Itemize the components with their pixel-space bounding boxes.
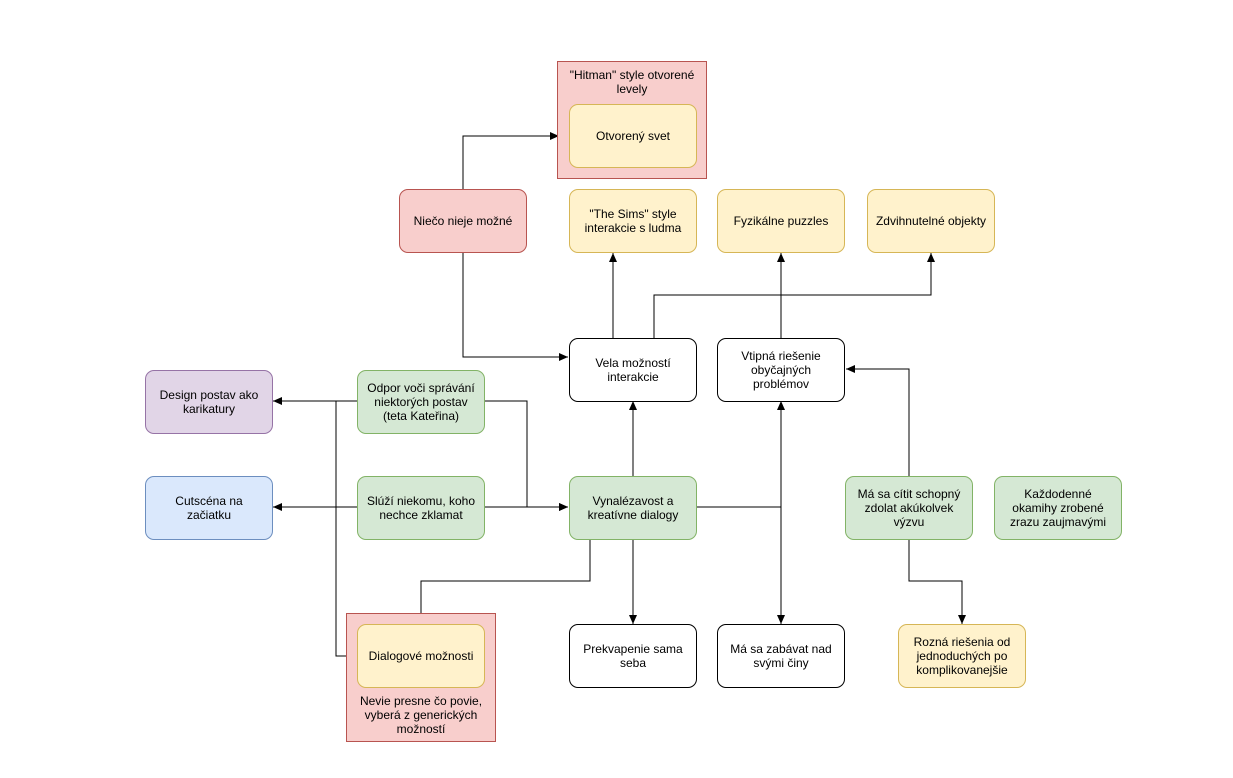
physics-puzzles-node[interactable]: Fyzikálne puzzles [717, 189, 845, 253]
edge-capable-to-solutions [908, 540, 966, 624]
witty-solutions-node[interactable]: Vtipná riešenie obyčajných problémov [717, 338, 845, 402]
dialog-caption: Nevie presne čo povie, vyberá z generick… [359, 694, 483, 736]
interaction-options-node[interactable]: Vela možností interakcie [569, 338, 697, 402]
character-design-node[interactable]: Design postav ako karikatury [145, 370, 273, 434]
edge-interaction-to-pickup [653, 253, 935, 338]
edge-inventive-to-dialog [417, 540, 591, 624]
hitman-caption: "Hitman" style otvorené levely [569, 68, 695, 96]
open-world-node[interactable]: Otvorený svet [569, 104, 697, 168]
edge-capable-to-witty [846, 365, 910, 477]
self-surprise-node[interactable]: Prekvapenie sama seba [569, 624, 697, 688]
resistance-node[interactable]: Odpor voči správání niektorých postav (t… [357, 370, 485, 434]
edge-inventive-to-witty [697, 401, 785, 508]
edge-impossible-to-open-world [462, 132, 559, 189]
pickup-objects-node[interactable]: Zdvihnutelné objekty [867, 189, 995, 253]
edge-resist-to-inventive [485, 400, 568, 511]
serves-someone-node[interactable]: Slúží niekomu, koho nechce zklamat [357, 476, 485, 540]
inventiveness-node[interactable]: Vynalézavost a kreatívne dialogy [569, 476, 697, 540]
various-solutions-node[interactable]: Rozná riešenia od jednoduchých po kompli… [898, 624, 1026, 688]
have-fun-node[interactable]: Má sa zabávat nad svými činy [717, 624, 845, 688]
capable-node[interactable]: Má sa cítit schopný zdolat akúkolvek výz… [845, 476, 973, 540]
everyday-moments-node[interactable]: Každodenné okamihy zrobené zrazu zaujmav… [994, 476, 1122, 540]
cutscene-node[interactable]: Cutscéna na začiatku [145, 476, 273, 540]
dialog-options-node[interactable]: Dialogové možnosti [357, 624, 485, 688]
sims-interaction-node[interactable]: "The Sims" style interakcie s ludma [569, 189, 697, 253]
impossible-node[interactable]: Niečo nieje možné [399, 189, 527, 253]
edge-impossible-to-interaction [462, 253, 568, 361]
